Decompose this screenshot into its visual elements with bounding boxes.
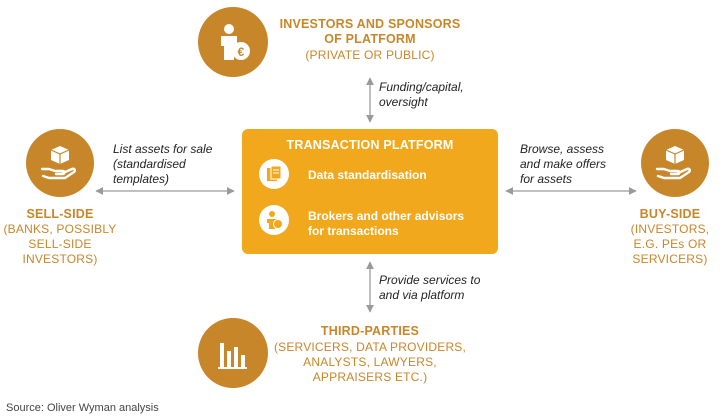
sell-side-icon-circle xyxy=(26,129,94,197)
hand-with-box-icon xyxy=(40,146,77,180)
buy-side-icon-circle xyxy=(641,129,709,197)
investors-subtitle: (PRIVATE OR PUBLIC) xyxy=(305,48,435,62)
buy-side-subtitle: (INVESTORS, E.G. PEs OR SERVICERS) xyxy=(630,222,710,266)
svg-text:€: € xyxy=(238,45,245,59)
investors-node-icon-circle: € xyxy=(198,7,268,77)
platform-title: TRANSACTION PLATFORM xyxy=(286,138,454,152)
investor-euro-icon: € xyxy=(221,24,250,60)
transaction-platform-box: TRANSACTION PLATFORM Data standardisatio… xyxy=(242,129,498,254)
third-parties-icon-circle xyxy=(198,318,268,388)
platform-item-label: Data standardisation xyxy=(308,168,427,182)
investors-title-line2: OF PLATFORM xyxy=(324,32,416,46)
buy-side-title: BUY-SIDE xyxy=(639,207,701,221)
sell-side-subtitle: (BANKS, POSSIBLY SELL-SIDE INVESTORS) xyxy=(3,222,117,266)
platform-item-icon-circle xyxy=(259,159,289,189)
advisor-icon xyxy=(267,211,283,229)
third-parties-subtitle: (SERVICERS, DATA PROVIDERS, ANALYSTS, LA… xyxy=(273,340,467,384)
bar-chart-icon xyxy=(218,343,247,369)
sell-side-title: SELL-SIDE xyxy=(26,207,94,221)
investors-title-line1: INVESTORS AND SPONSORS xyxy=(279,17,461,31)
third-parties-title: THIRD-PARTIES xyxy=(320,324,420,338)
hand-with-box-icon xyxy=(655,146,692,180)
top-flow-label: Funding/capital, oversight xyxy=(379,80,464,109)
platform-item-label: Brokers and other advisors for transacti… xyxy=(308,209,465,238)
source-note: Source: Oliver Wyman analysis xyxy=(6,402,159,414)
platform-item-icon-circle xyxy=(259,205,289,235)
right-flow-label: Browse, assess and make offers for asset… xyxy=(520,142,607,186)
documents-icon xyxy=(267,165,282,181)
bottom-flow-label: Provide services to and via platform xyxy=(379,273,481,302)
left-flow-label: List assets for sale (standardised templ… xyxy=(113,142,213,186)
